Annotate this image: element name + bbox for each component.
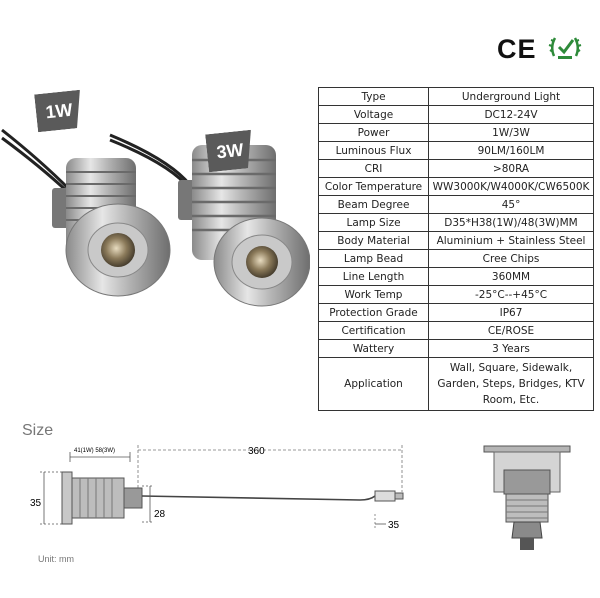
lamp-3w-icon bbox=[178, 145, 310, 307]
spec-value: DC12-24V bbox=[428, 105, 594, 124]
spec-key: Lamp Size bbox=[317, 213, 430, 232]
spec-key: Application bbox=[317, 357, 430, 411]
spec-row: Work Temp-25°C--+45°C bbox=[317, 285, 594, 304]
spec-key: Luminous Flux bbox=[317, 141, 430, 160]
spec-value: >80RA bbox=[428, 159, 594, 178]
spec-value: 360MM bbox=[428, 267, 594, 286]
spec-value: CE/ROSE bbox=[428, 321, 594, 340]
spec-key: Color Temperature bbox=[317, 177, 430, 196]
spec-key: Wattery bbox=[317, 339, 430, 358]
spec-key: Line Length bbox=[317, 267, 430, 286]
lamp-1w-icon bbox=[52, 158, 171, 297]
spec-row: CRI>80RA bbox=[317, 159, 594, 178]
line-length-dim: 360 bbox=[248, 446, 265, 457]
badge-3w: 3W bbox=[205, 130, 255, 173]
spec-key: CRI bbox=[317, 159, 430, 178]
diameter-dim: 35 bbox=[30, 498, 42, 509]
spec-value: Cree Chips bbox=[428, 249, 594, 268]
spec-value: -25°C--+45°C bbox=[428, 285, 594, 304]
spec-value: 90LM/160LM bbox=[428, 141, 594, 160]
spec-key: Type bbox=[317, 87, 430, 106]
spec-key: Lamp Bead bbox=[317, 249, 430, 268]
rohs-logo-icon bbox=[548, 37, 582, 59]
spec-key: Beam Degree bbox=[317, 195, 430, 214]
spec-row-application: Application Wall, Square, Sidewalk, Garden… bbox=[317, 357, 594, 411]
spec-key: Body Material bbox=[317, 231, 430, 250]
spec-value: 3 Years bbox=[428, 339, 594, 358]
badge-1w: 1W bbox=[34, 90, 84, 133]
size-drawing: 41(1W) 58(3W) 360 35 28 35 bbox=[30, 445, 404, 531]
application-line: Garden, Steps, Bridges, KTV bbox=[437, 378, 585, 390]
spec-key: Voltage bbox=[317, 105, 430, 124]
spec-value: 45° bbox=[428, 195, 594, 214]
spec-value: Aluminium + Stainless Steel bbox=[428, 231, 594, 250]
spec-value: D35*H38(1W)/48(3W)MM bbox=[428, 213, 594, 232]
size-title: Size bbox=[22, 422, 54, 439]
spec-key: Work Temp bbox=[317, 285, 430, 304]
installed-lamp-icon bbox=[483, 445, 571, 550]
spec-value: 1W/3W bbox=[428, 123, 594, 142]
spec-key: Protection Grade bbox=[317, 303, 430, 322]
spec-value: Underground Light bbox=[428, 87, 594, 106]
spec-value: WW3000K/W4000K/CW6500K bbox=[428, 177, 594, 196]
spec-key: Certification bbox=[317, 321, 430, 340]
spec-value: IP67 bbox=[428, 303, 594, 322]
application-line: Room, Etc. bbox=[482, 394, 540, 406]
ce-mark: CE bbox=[497, 34, 537, 64]
unit-label: Unit: mm bbox=[38, 554, 74, 564]
body-dim: 28 bbox=[154, 509, 166, 520]
spec-key: Power bbox=[317, 123, 430, 142]
height-dim-label: 41(1W) 58(3W) bbox=[74, 448, 115, 454]
application-line: Wall, Square, Sidewalk, bbox=[449, 362, 573, 374]
spec-value-application: Wall, Square, Sidewalk, Garden, Steps, Br… bbox=[428, 357, 594, 411]
plug-dim: 35 bbox=[388, 520, 400, 531]
product-illustration bbox=[1, 128, 310, 307]
